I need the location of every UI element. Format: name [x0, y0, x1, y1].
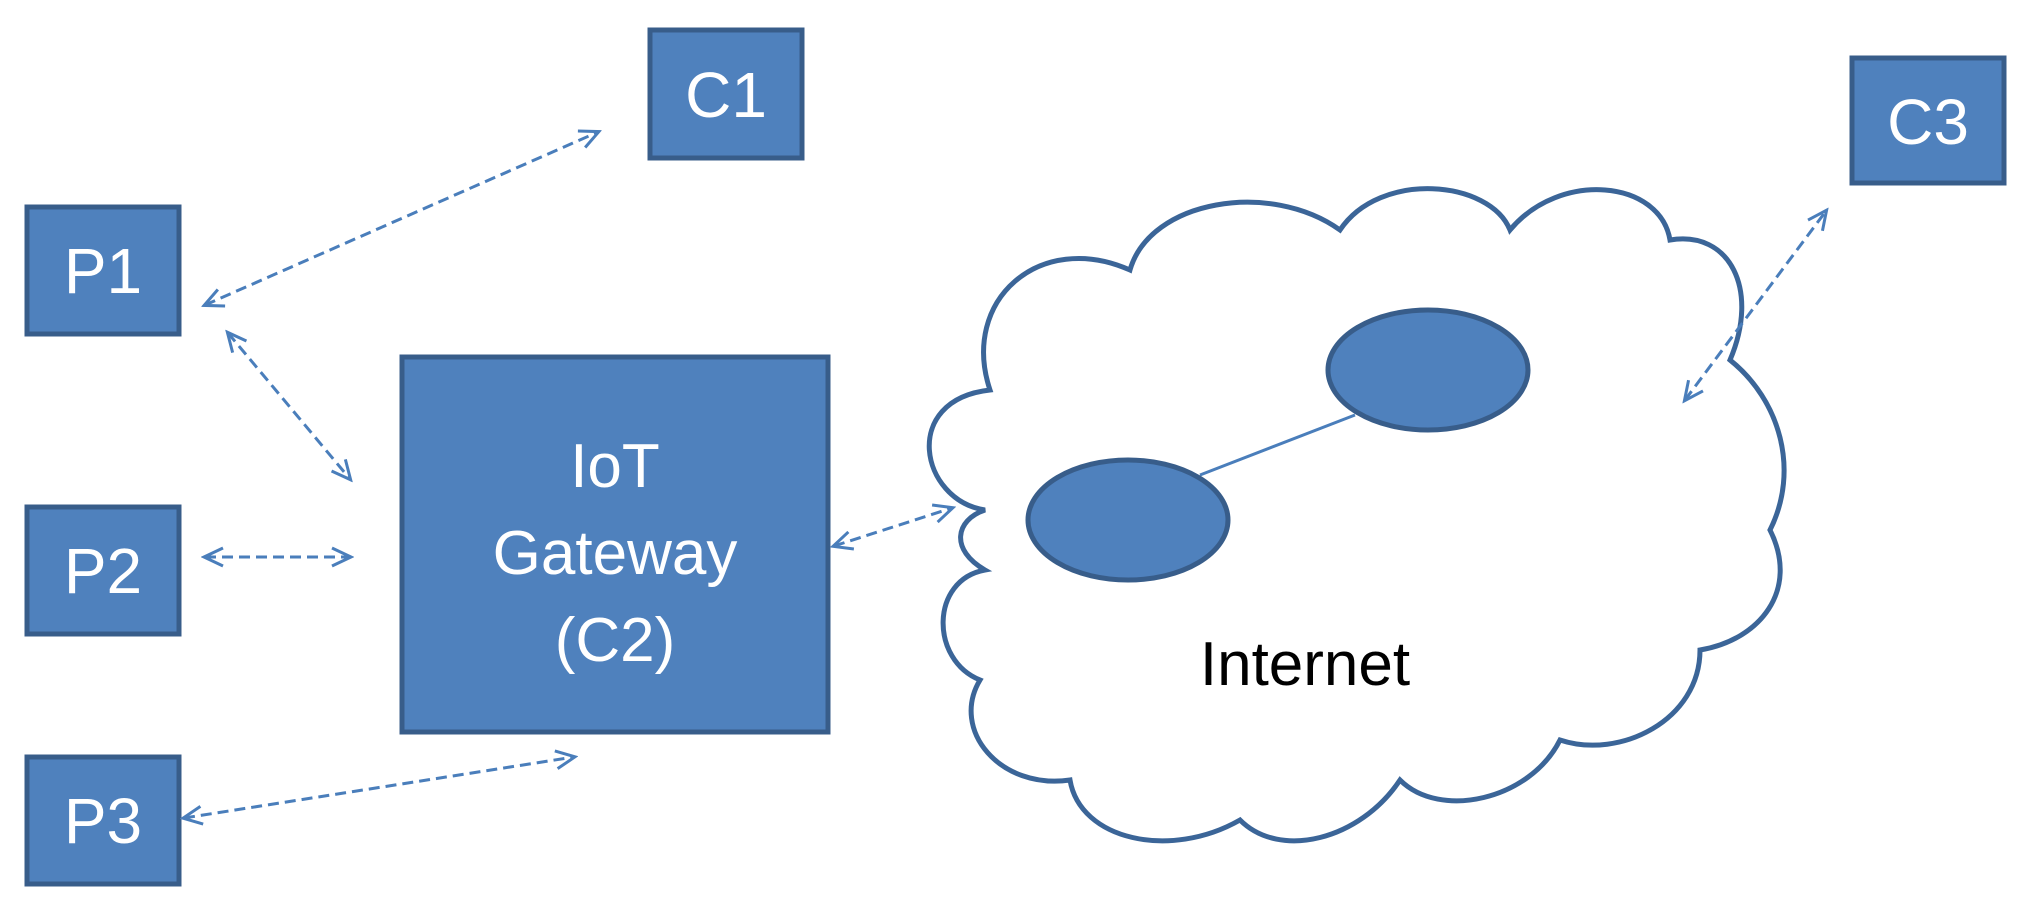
node-c1[interactable]: C1 [647, 27, 805, 161]
gateway-label-line-2: Gateway [493, 519, 738, 588]
gateway-label-line-1: IoT [570, 432, 660, 501]
cloud-label: Internet [1200, 630, 1410, 699]
arrow-gateway-internet [834, 508, 952, 546]
node-p2-label: P2 [64, 535, 142, 607]
node-p2[interactable]: P2 [24, 504, 182, 637]
node-c3[interactable]: C3 [1849, 55, 2007, 186]
cloud-node-upper [1325, 307, 1531, 433]
arrow-internet-c3 [1685, 211, 1826, 400]
node-iot-gateway[interactable]: IoT Gateway (C2) [399, 354, 831, 735]
gateway-label-line-3: (C2) [555, 606, 676, 675]
cloud-node-lower [1025, 457, 1231, 583]
node-p1[interactable]: P1 [24, 204, 182, 337]
internet-cloud: Internet [926, 186, 1787, 844]
arrow-p3-gateway [184, 757, 574, 818]
arrow-p1-gateway [228, 333, 350, 479]
node-c1-label: C1 [685, 59, 767, 131]
node-p3-label: P3 [64, 785, 142, 857]
node-p1-label: P1 [64, 235, 142, 307]
node-p3[interactable]: P3 [24, 754, 182, 887]
arrow-p1-c1 [205, 132, 598, 305]
node-c3-label: C3 [1887, 86, 1969, 158]
internal-link [1199, 413, 1356, 477]
